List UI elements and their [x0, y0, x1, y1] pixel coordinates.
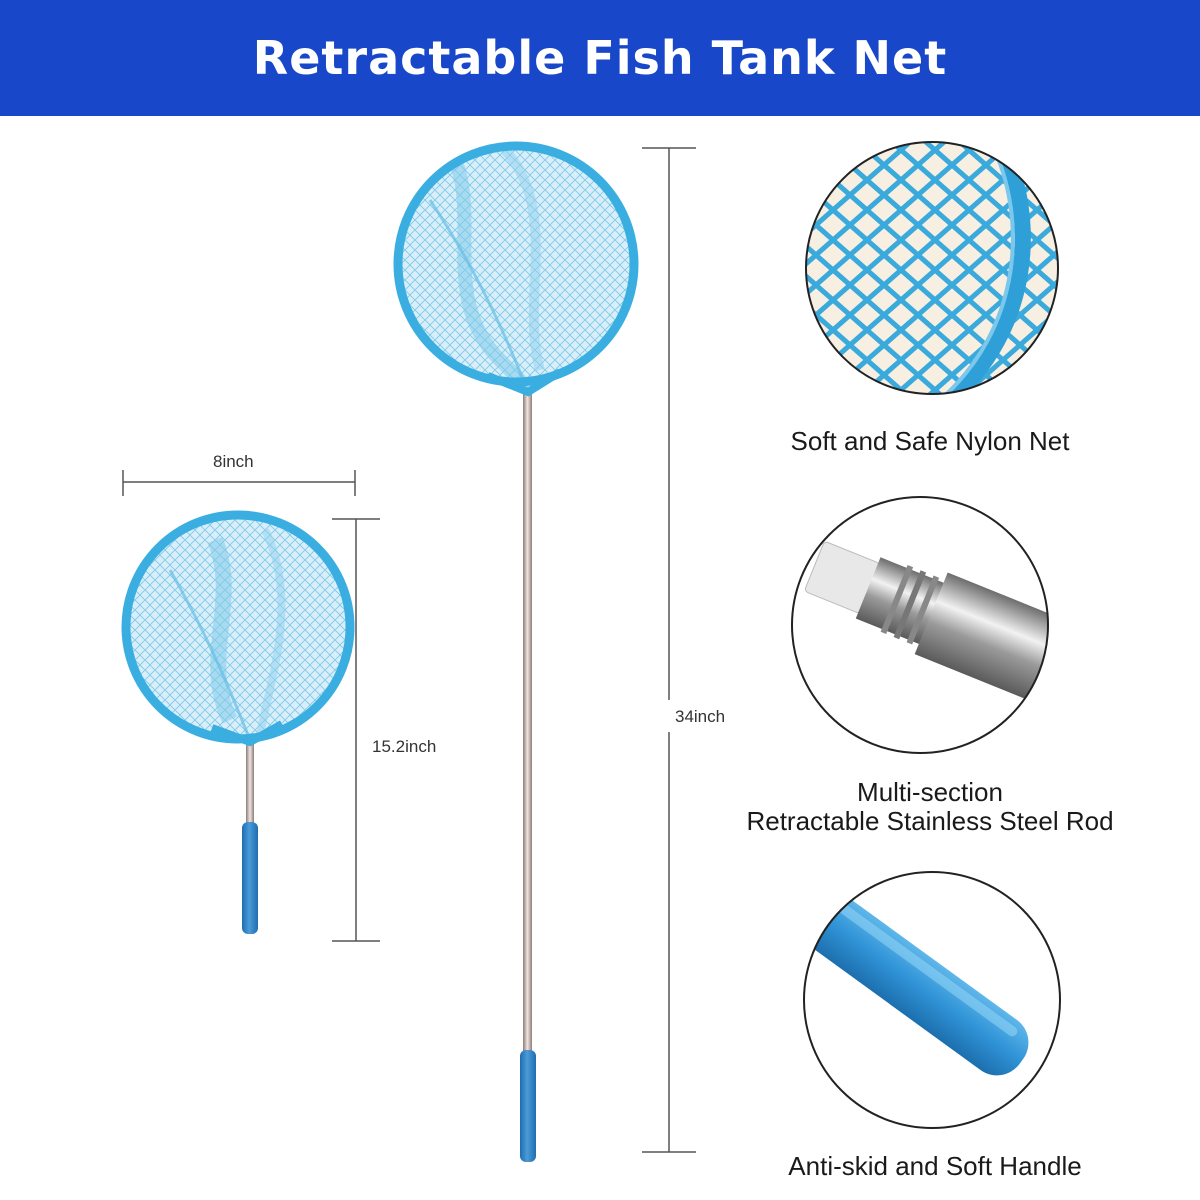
long-length-dimension [642, 147, 696, 1153]
width-dimension [122, 470, 356, 496]
long-length-label: 34inch [675, 707, 726, 726]
short-net-hoop [121, 510, 355, 747]
long-net-handle [520, 1050, 536, 1162]
width-label: 8inch [213, 452, 254, 471]
long-net-hoop [393, 141, 639, 397]
short-net-illustration [121, 510, 355, 934]
short-net-handle [242, 822, 258, 934]
short-net-rod [246, 740, 254, 840]
long-net-rod [523, 392, 532, 1138]
page-title: Retractable Fish Tank Net [252, 31, 948, 85]
header-banner: Retractable Fish Tank Net [0, 0, 1200, 116]
short-length-dimension [332, 518, 380, 942]
feature-label-handle: Anti-skid and Soft Handle [788, 1151, 1082, 1181]
handle-closeup-icon [803, 871, 1061, 1129]
feature-label-steel-rod: Multi-section Retractable Stainless Stee… [746, 777, 1114, 836]
feature-label-nylon-net: Soft and Safe Nylon Net [790, 426, 1070, 456]
long-net-illustration [393, 141, 639, 1162]
nylon-mesh-closeup-icon [805, 141, 1059, 395]
steel-rod-closeup-icon [791, 496, 1049, 754]
short-length-label: 15.2inch [372, 737, 437, 756]
